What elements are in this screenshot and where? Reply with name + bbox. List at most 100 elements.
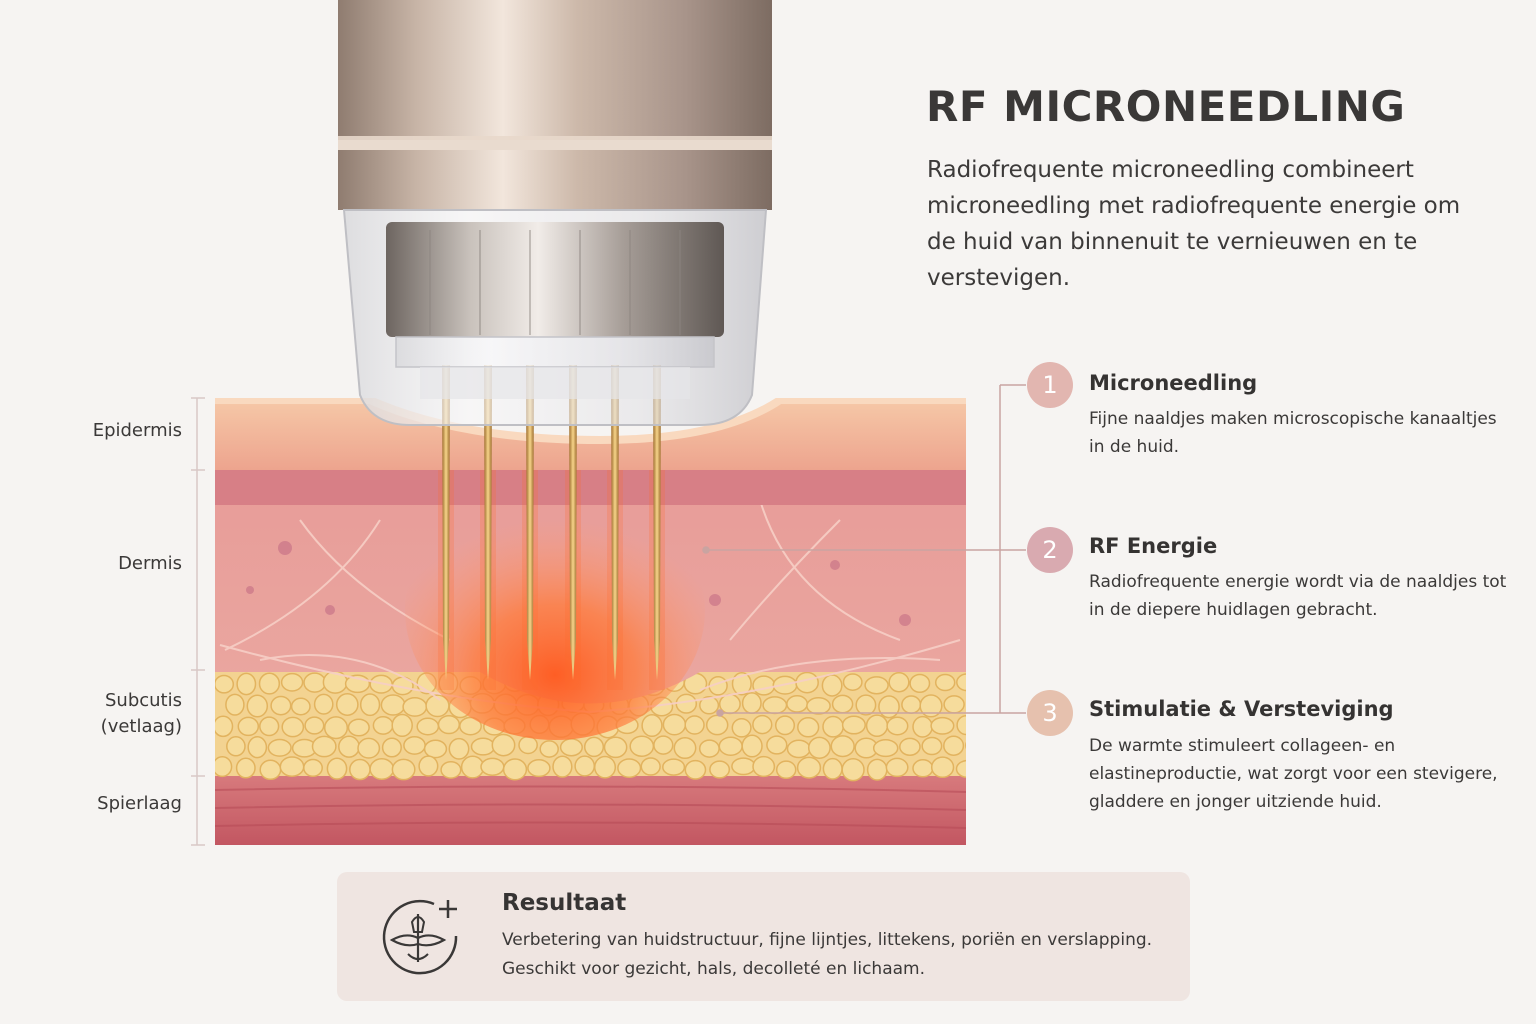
fat-cell: [872, 739, 899, 758]
fat-cell: [865, 714, 889, 738]
fat-cell: [502, 758, 528, 781]
fat-cell: [930, 756, 955, 779]
fat-cell: [909, 673, 931, 694]
needle: [611, 365, 619, 680]
fat-cell: [673, 736, 697, 760]
fat-cell: [806, 697, 831, 715]
step-2-title: RF Energie: [1089, 534, 1218, 558]
fat-cell: [797, 717, 820, 738]
fat-cell: [215, 715, 234, 738]
fat-cell: [236, 672, 257, 696]
fat-cell: [225, 693, 245, 716]
needle: [653, 365, 661, 680]
fat-cell: [237, 716, 260, 737]
label-subcutis: Subcutis (vetlaag): [12, 688, 182, 740]
fat-cell: [795, 671, 819, 694]
fat-cell: [731, 717, 752, 738]
fat-cell: [313, 693, 334, 715]
fat-cell: [416, 717, 440, 736]
fat-cell: [943, 695, 965, 714]
fat-cell: [698, 739, 720, 758]
fat-cell: [821, 674, 843, 697]
fat-cell: [304, 716, 325, 735]
fat-cell: [830, 735, 855, 758]
fat-cell: [752, 675, 776, 696]
label-subcutis-line1: Subcutis: [104, 690, 182, 711]
step-connectors: [702, 384, 1026, 717]
fat-cell: [369, 758, 395, 780]
fat-cell: [741, 692, 762, 715]
fat-cell: [335, 693, 359, 716]
fat-cell: [349, 758, 371, 781]
fat-cell: [247, 736, 268, 759]
fat-cell: [259, 759, 282, 781]
needle: [442, 365, 450, 680]
rf-heat-zone: [405, 480, 705, 740]
fat-cell: [866, 758, 888, 781]
fat-cell: [640, 757, 661, 776]
fat-cell: [855, 694, 877, 716]
fat-cell: [919, 694, 943, 718]
fat-cell: [641, 713, 663, 738]
fat-cell: [709, 760, 731, 779]
fat-cell: [899, 737, 921, 756]
fat-cell: [440, 760, 462, 779]
fat-cell: [391, 713, 413, 738]
fat-cell: [752, 755, 776, 778]
fat-cell: [675, 693, 698, 714]
fat-cell: [955, 759, 966, 778]
fat-cell: [775, 760, 797, 780]
fat-cell: [841, 758, 865, 782]
fat-cell: [402, 696, 428, 717]
fat-cell: [574, 755, 596, 777]
fat-cell: [258, 672, 281, 695]
fat-cell: [380, 694, 406, 716]
needle: [484, 365, 492, 680]
result-line-1: Verbetering van huidstructuur, fijne lij…: [502, 930, 1153, 950]
fat-cell: [934, 673, 956, 692]
fat-cell: [518, 735, 538, 755]
fat-cell: [822, 715, 844, 738]
step-2-badge: 2: [1027, 527, 1073, 573]
result-line-2: Geschikt voor gezicht, hals, decolleté e…: [502, 959, 926, 979]
fat-cell: [662, 713, 687, 736]
result-card: [337, 872, 1190, 1001]
fat-cell: [629, 735, 655, 757]
fat-cell: [215, 674, 235, 694]
fat-cell: [705, 714, 729, 736]
fat-cell: [943, 735, 965, 756]
fat-cell: [338, 735, 360, 758]
fat-cell: [423, 739, 448, 759]
result-title: Resultaat: [502, 890, 627, 916]
fat-cell: [921, 736, 943, 756]
fat-cell: [762, 696, 788, 715]
rf-microneedling-device: [338, 0, 772, 426]
fat-cell: [603, 736, 628, 759]
layer-bracket: [191, 397, 205, 846]
fat-cell: [311, 735, 337, 758]
fat-cell: [774, 715, 796, 736]
fat-cell: [930, 716, 955, 735]
step-3-badge: 3: [1027, 690, 1073, 736]
fat-cell: [235, 757, 256, 779]
step-1-description: Fijne naaldjes maken microscopische kana…: [1089, 409, 1497, 457]
fat-cell: [886, 716, 909, 736]
fat-cell: [842, 673, 863, 691]
fat-cell: [552, 755, 573, 778]
fat-cell: [527, 759, 551, 778]
fat-cell: [326, 757, 348, 780]
fat-cell: [539, 740, 559, 758]
step-2-description: Radiofrequente energie wordt via de naal…: [1089, 572, 1507, 620]
fat-cell: [831, 694, 854, 714]
fat-cell: [718, 736, 743, 756]
step-1-title: Microneedling: [1089, 371, 1258, 395]
fat-cell: [470, 737, 496, 756]
fat-cell: [901, 695, 922, 714]
fat-cell: [303, 758, 323, 778]
fat-cell: [403, 735, 426, 755]
fat-cell: [372, 715, 394, 735]
fat-cell: [491, 733, 516, 757]
fat-cell: [357, 737, 381, 759]
fat-cell: [617, 758, 642, 778]
needle: [569, 365, 577, 680]
